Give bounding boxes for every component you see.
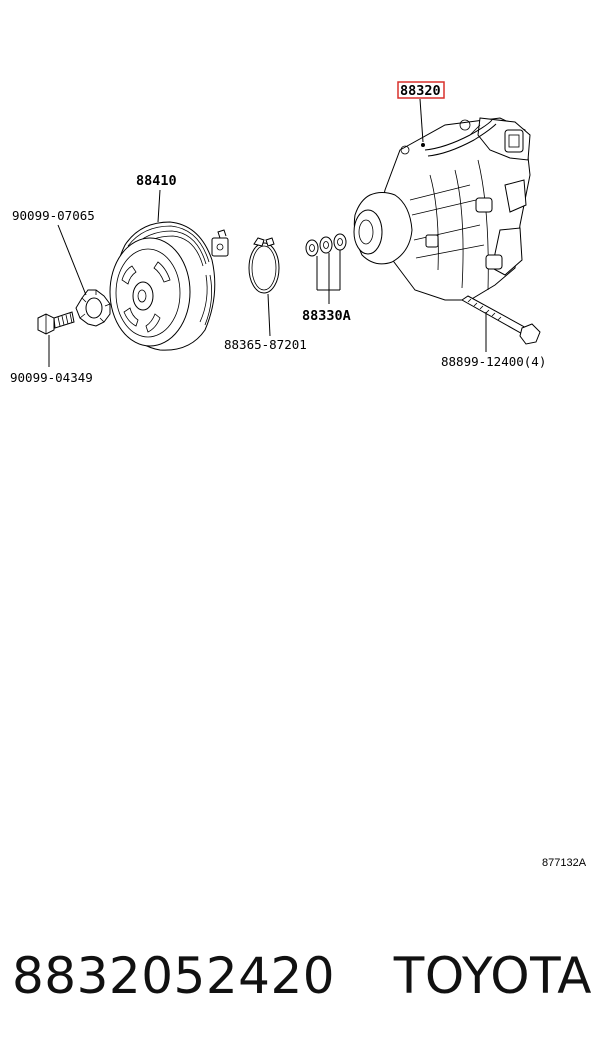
figure-ref: 877132A — [542, 857, 587, 869]
brand-name: TOYOTA — [393, 947, 592, 1005]
compressor-label-highlight — [397, 81, 445, 99]
shims-drawing — [305, 233, 347, 304]
parts-diagram: 88320 88410 90099-07065 — [10, 81, 587, 869]
label-long-bolt[interactable]: 88899-12400(4) — [441, 354, 546, 369]
label-washer[interactable]: 90099-07065 — [12, 208, 95, 223]
washer-drawing — [57, 224, 111, 327]
pulley-drawing — [109, 189, 229, 351]
compressor-drawing — [353, 98, 531, 301]
label-bolt-left[interactable]: 90099-04349 — [10, 370, 93, 385]
snap-ring-drawing — [248, 237, 280, 337]
label-pulley[interactable]: 88410 — [136, 173, 177, 189]
bolt-left-drawing — [37, 311, 75, 367]
label-shims[interactable]: 88330A — [302, 308, 351, 324]
label-compressor[interactable]: 88320 — [400, 83, 441, 99]
caption-bar: 8832052420 TOYOTA — [12, 936, 592, 1016]
long-bolt-drawing — [461, 295, 541, 352]
part-number: 8832052420 — [12, 947, 336, 1005]
label-snap-ring[interactable]: 88365-87201 — [224, 337, 307, 352]
